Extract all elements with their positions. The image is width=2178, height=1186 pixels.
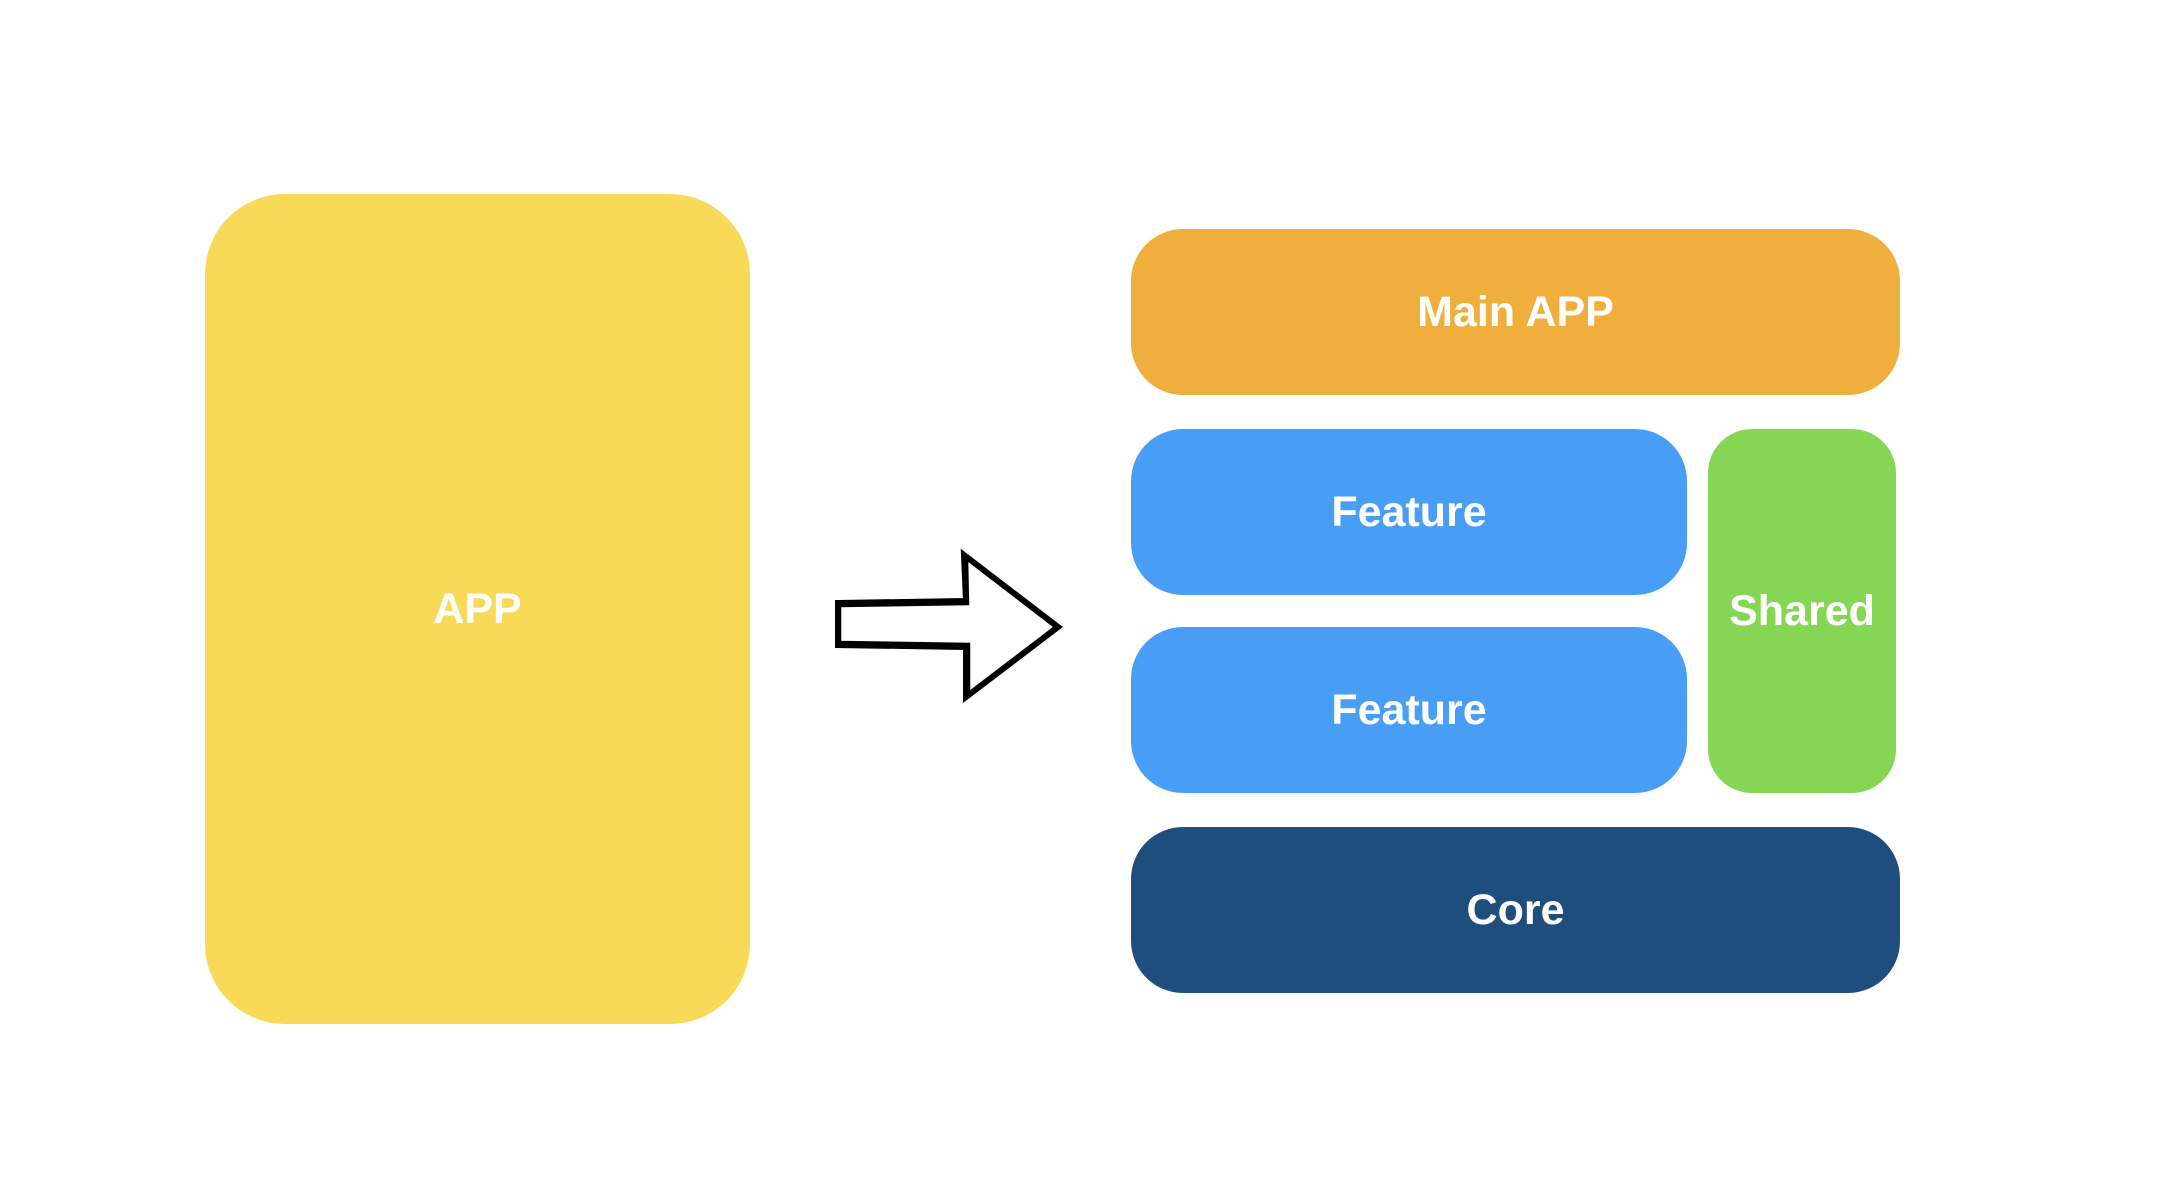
shared-label: Shared [1729, 586, 1875, 635]
feature-block: Feature [1131, 429, 1687, 595]
right-arrow-icon [835, 548, 1063, 704]
feature-label: Feature [1331, 685, 1487, 734]
shared-block: Shared [1708, 429, 1896, 793]
feature-label: Feature [1331, 487, 1487, 536]
core-label: Core [1466, 885, 1565, 934]
core-block: Core [1131, 827, 1900, 993]
arrow-outline [835, 548, 1063, 704]
arrow-outline-sketch [838, 556, 1058, 696]
main-app-block: Main APP [1131, 229, 1900, 395]
app-block: APP [205, 194, 750, 1024]
app-label: APP [433, 584, 522, 633]
feature-block: Feature [1131, 627, 1687, 793]
main-app-label: Main APP [1417, 287, 1614, 336]
